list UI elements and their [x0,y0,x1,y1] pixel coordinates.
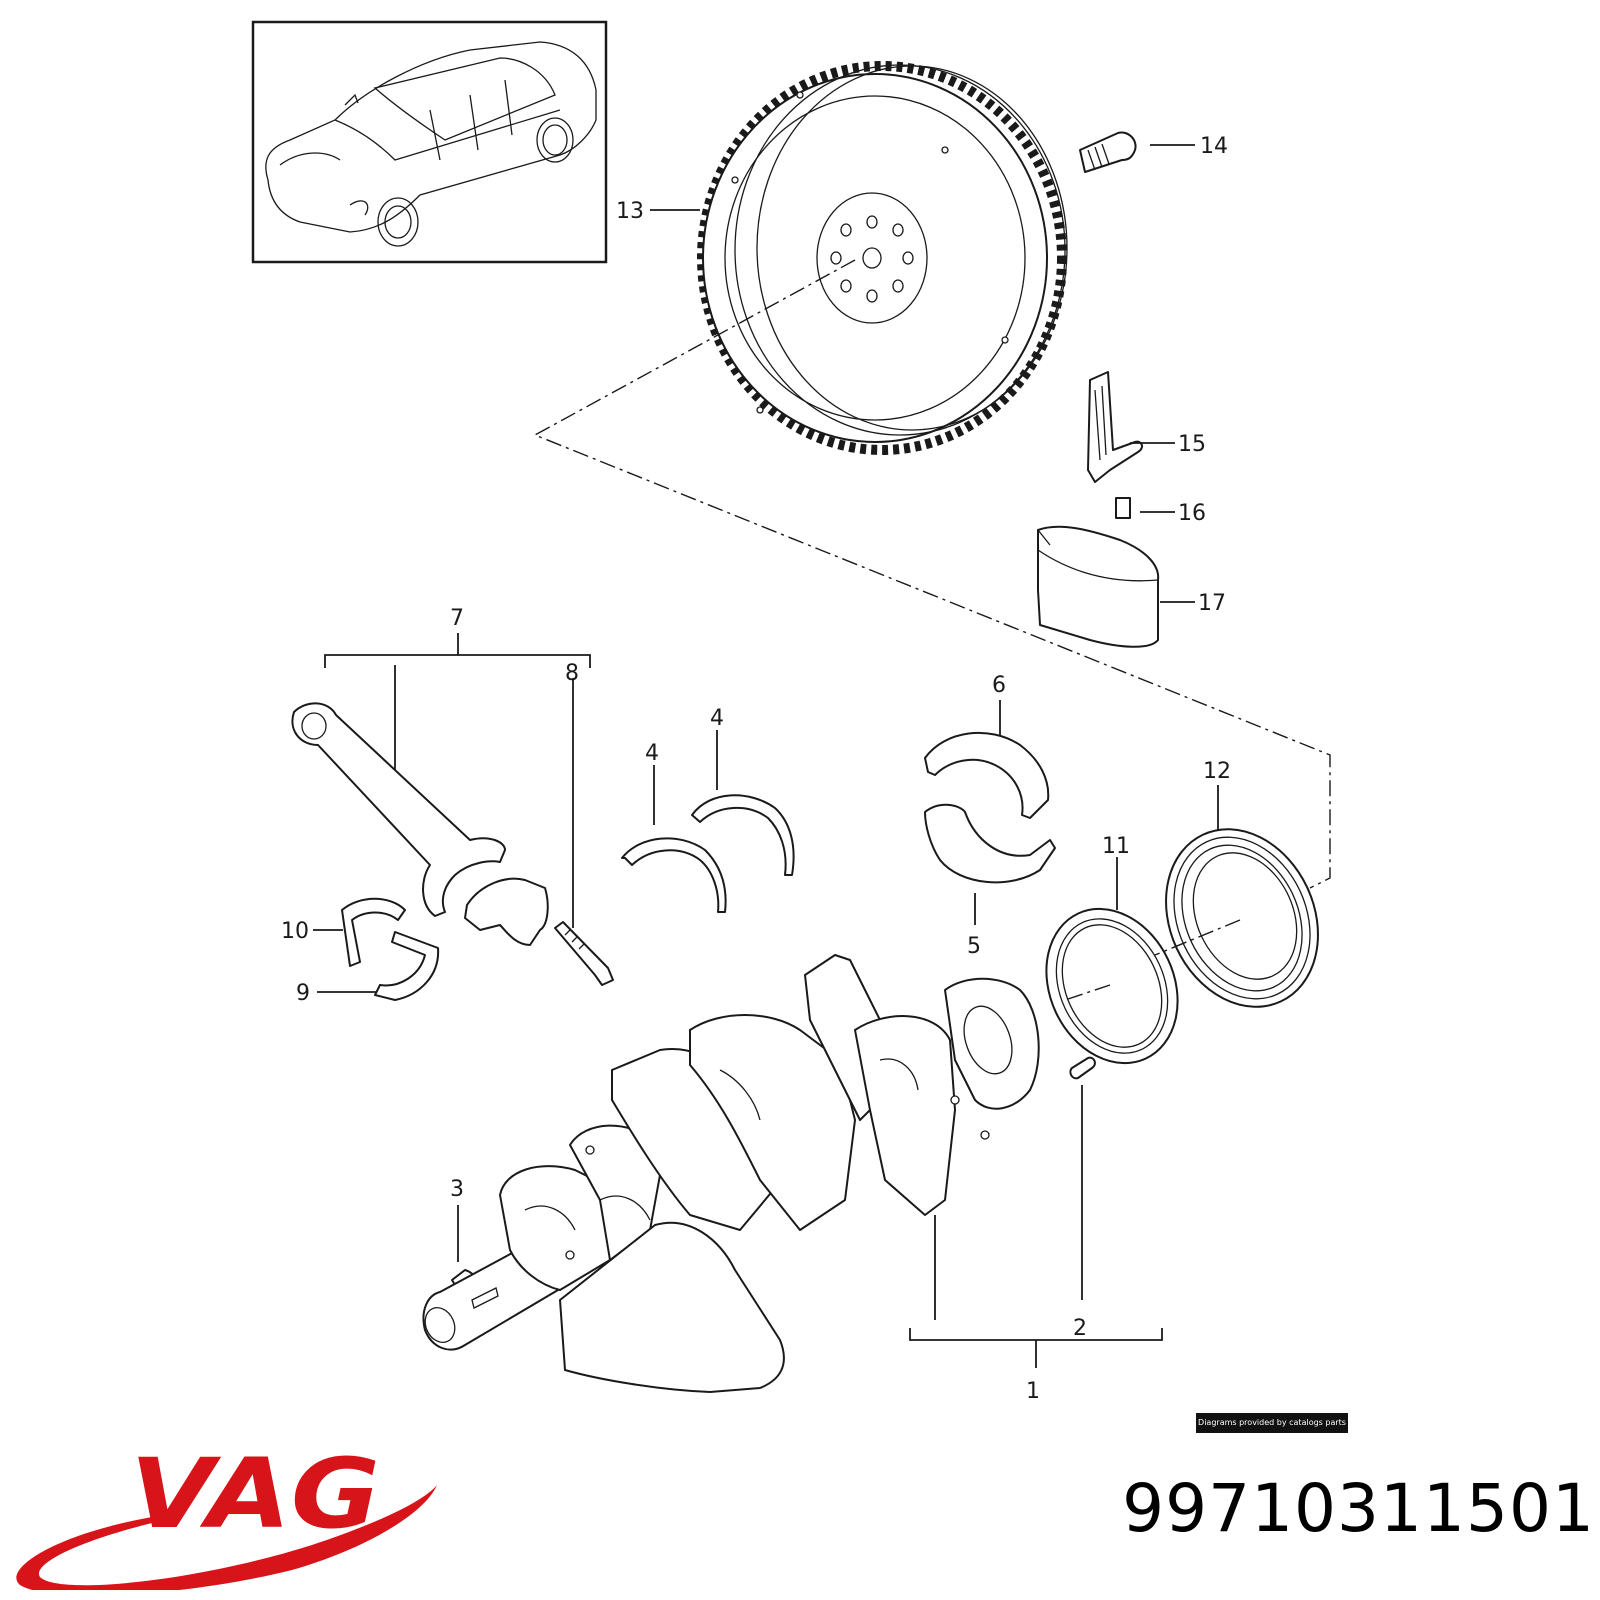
rod-bolt [554,921,614,986]
main-bearing-shells [924,732,1056,884]
callout-4b: 4 [710,706,724,731]
assembly-axis [533,259,1331,1001]
part-number: 99710311501 [1122,1470,1595,1547]
thrust-washers [621,794,795,913]
logo-swoosh [16,1485,437,1590]
callout-3: 3 [450,1177,464,1202]
callout-6: 6 [992,673,1006,698]
callout-10: 10 [281,919,309,944]
speed-sensor [1087,371,1143,519]
sensor-cover [1037,525,1160,648]
callout-leaders [313,144,1219,1368]
callout-17: 17 [1198,591,1226,616]
callout-7: 7 [450,606,464,631]
crankshaft-seal-front [1045,907,1179,1065]
callout-13: 13 [616,199,644,224]
callout-16: 16 [1178,501,1206,526]
callout-12: 12 [1203,759,1231,784]
flywheel-bolt [1079,131,1137,173]
brand-wordmark: VAG [130,1445,380,1550]
rod-bearing-shells [341,897,440,1001]
diagram-credit: Diagrams provided by catalogs parts [1196,1413,1348,1433]
crankshaft [422,954,1040,1393]
callout-4a: 4 [645,741,659,766]
dowel-pin [1069,1056,1096,1080]
callout-labels: 1 2 3 4 4 5 6 7 8 9 10 11 12 13 14 15 16… [281,134,1231,1404]
callout-11: 11 [1102,834,1130,859]
callout-14: 14 [1200,134,1228,159]
vehicle-thumbnail [251,20,608,264]
callout-9: 9 [296,981,310,1006]
callout-8: 8 [565,661,579,686]
vag-logo: VAG [16,1445,437,1590]
flywheel [697,61,1068,455]
callout-5: 5 [967,934,981,959]
callout-15: 15 [1178,432,1206,457]
callout-2: 2 [1073,1316,1087,1341]
connecting-rod [291,702,549,946]
callout-1: 1 [1026,1379,1040,1404]
